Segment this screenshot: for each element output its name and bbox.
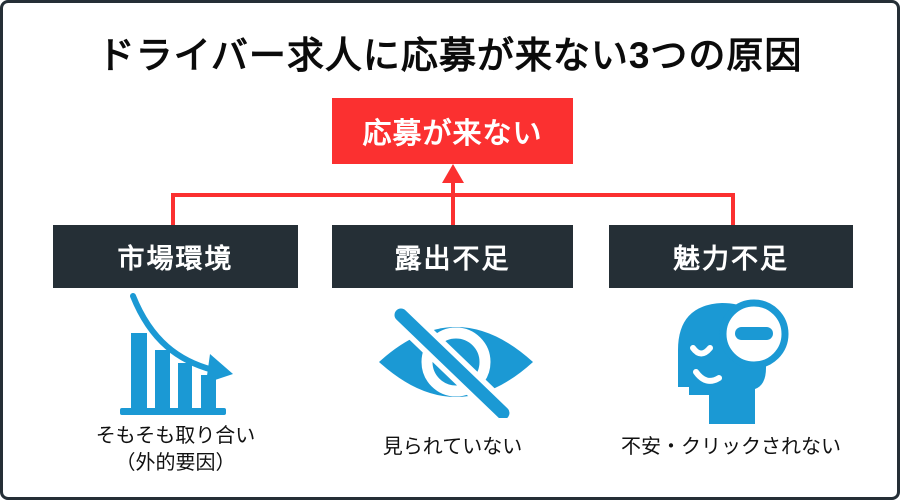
cause-box-market: 市場環境 <box>53 225 298 288</box>
caption-market-line2: （外的要因） <box>115 452 236 474</box>
arrow-up-icon <box>442 164 464 183</box>
connector-vertical-center <box>451 181 455 227</box>
cause-box-exposure: 露出不足 <box>332 225 573 288</box>
caption-exposure-line1: 見られていない <box>382 436 523 458</box>
connector-vertical-right <box>731 193 735 227</box>
declining-bar-chart-icon <box>120 293 233 415</box>
caption-exposure: 見られていない <box>322 434 583 461</box>
result-box-label: 応募が来ない <box>362 118 543 150</box>
caption-appeal-line1: 不安・クリックされない <box>621 436 841 458</box>
page-title: ドライバー求人に応募が来ない3つの原因 <box>97 35 803 76</box>
eye-slash-icon <box>379 306 533 418</box>
caption-market-line1: そもそも取り合い <box>95 425 256 447</box>
result-box: 応募が来ない <box>332 98 573 164</box>
cause-box-market-label: 市場環境 <box>117 244 234 274</box>
sad-head-minus-icon <box>678 299 789 424</box>
caption-appeal: 不安・クリックされない <box>579 434 883 461</box>
cause-box-exposure-label: 露出不足 <box>394 244 511 274</box>
caption-market: そもそも取り合い （外的要因） <box>43 423 308 477</box>
cause-box-appeal-label: 魅力不足 <box>673 244 789 274</box>
cause-box-appeal: 魅力不足 <box>609 225 853 288</box>
connector-vertical-left <box>171 193 175 227</box>
